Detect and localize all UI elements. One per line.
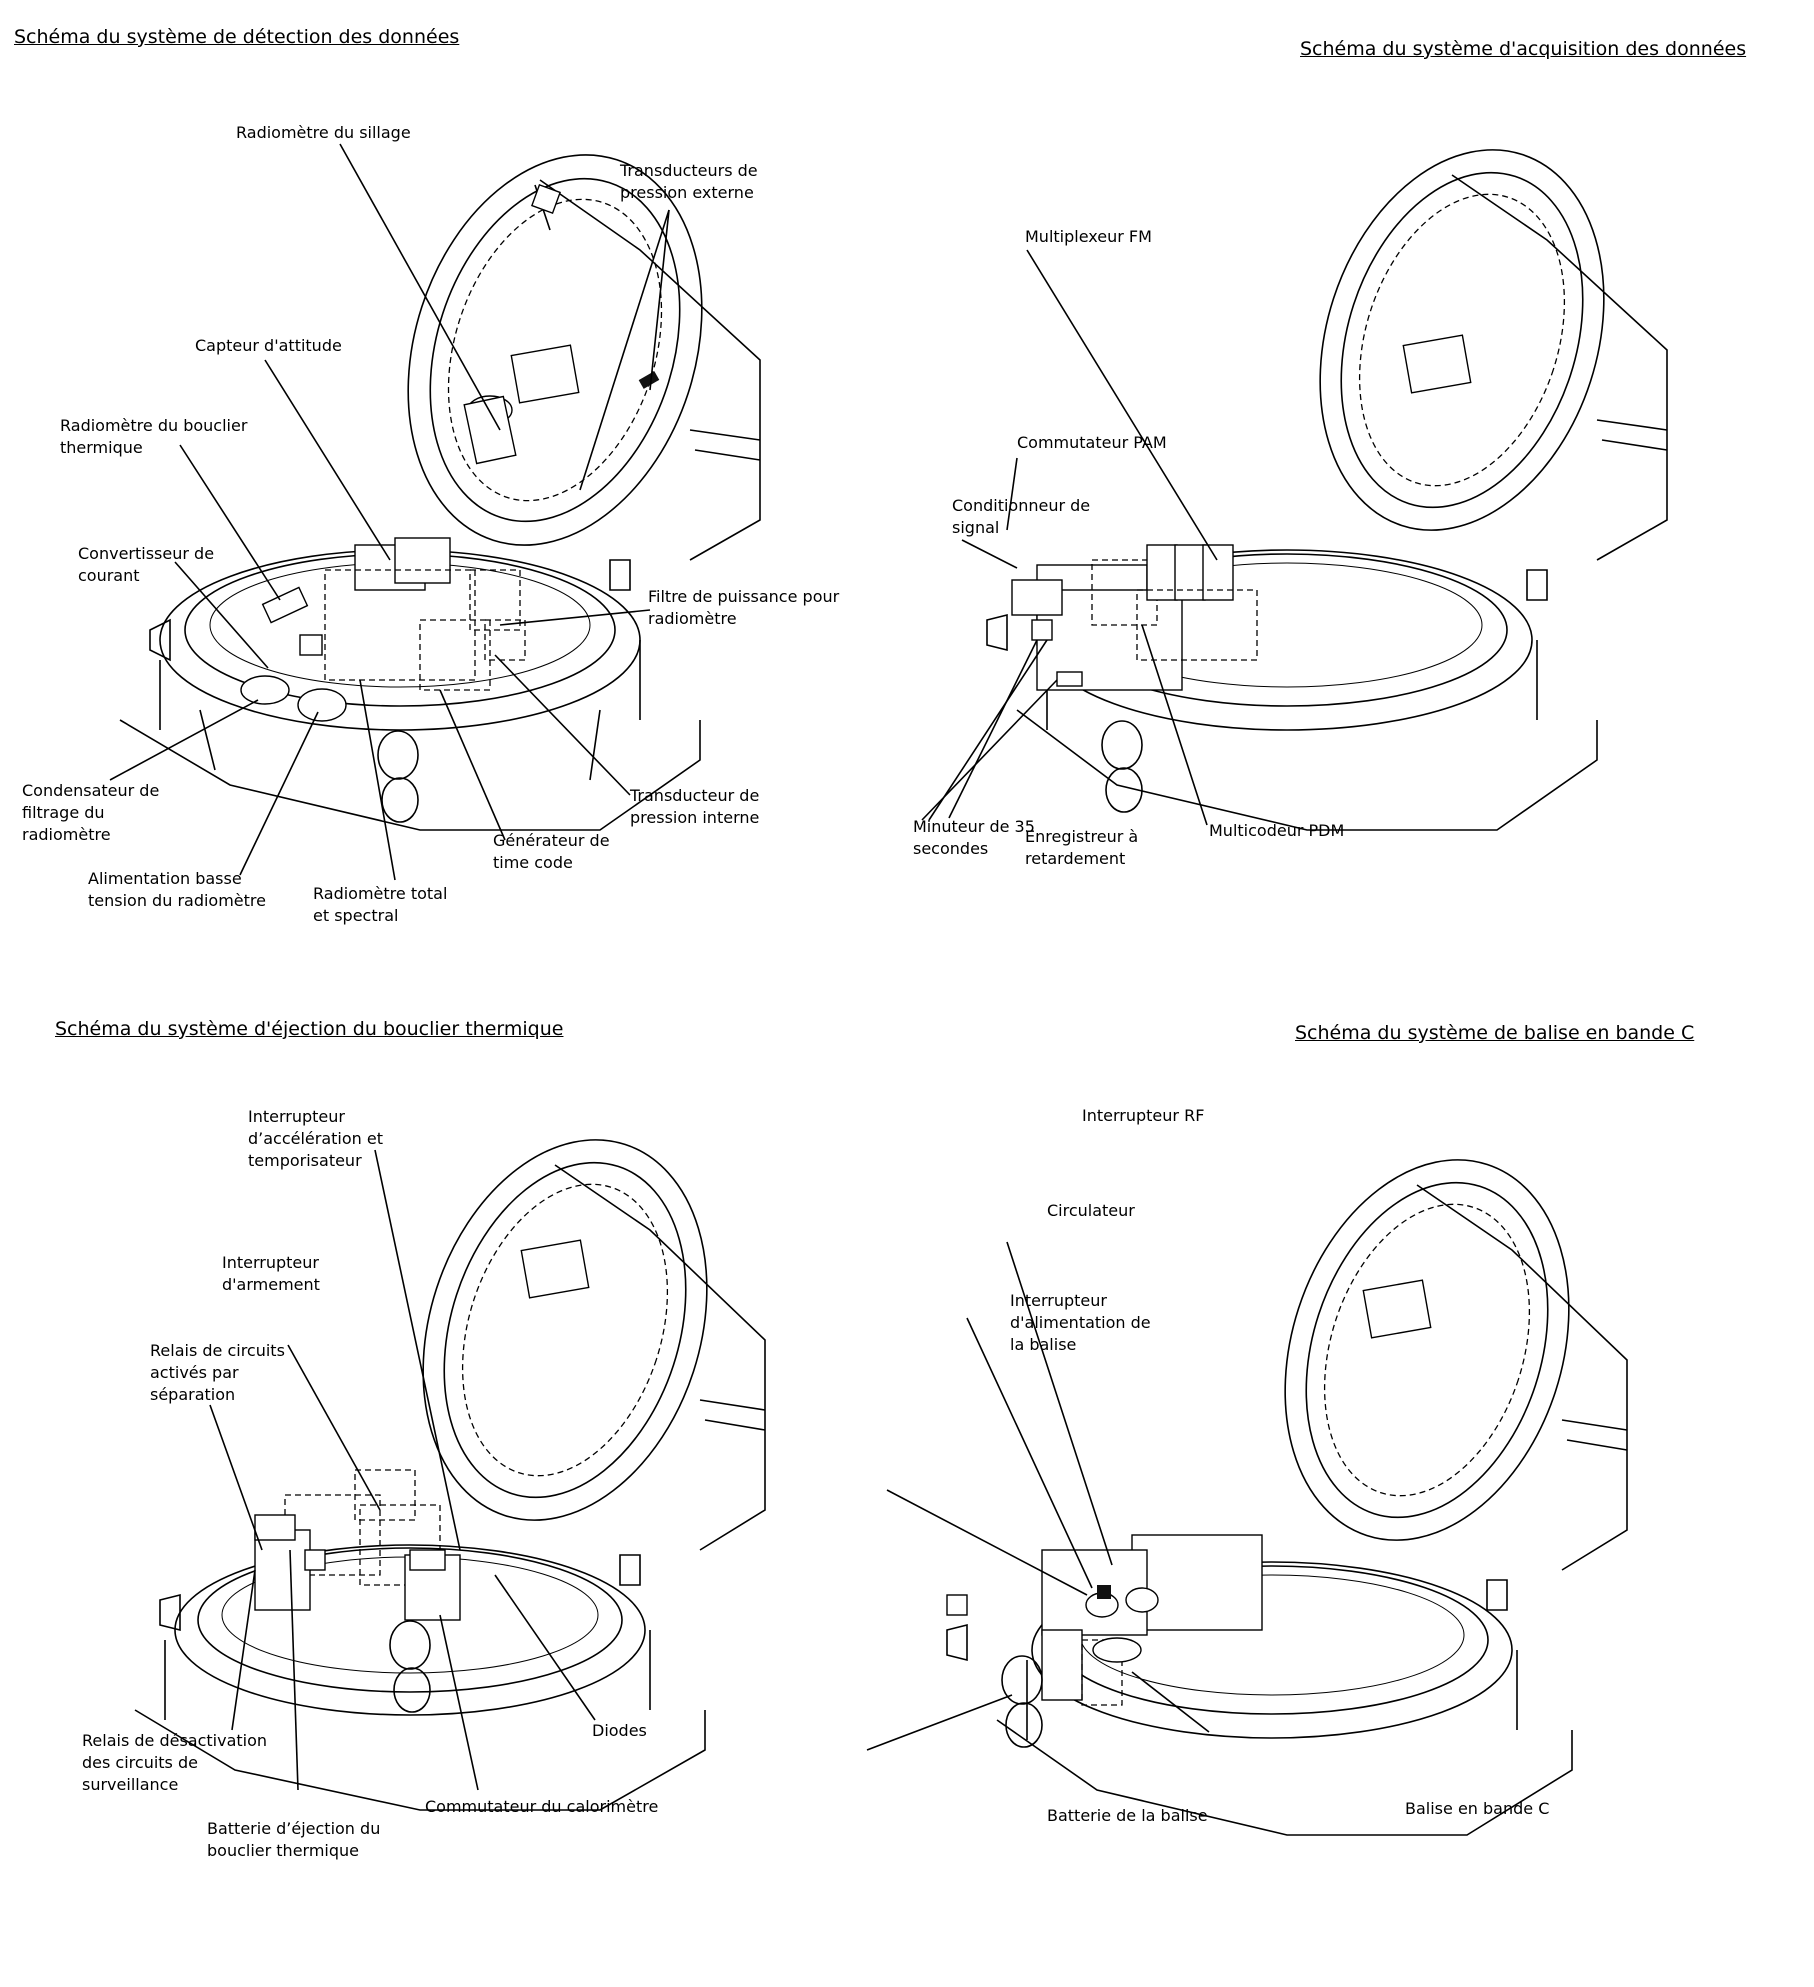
label-conditionneur-signal: Conditionneur de signal bbox=[952, 496, 1091, 537]
leader-lines bbox=[109, 143, 670, 881]
label-relais-desactivation: Relais de désactivation des circuits de … bbox=[82, 1731, 268, 1794]
label-radiometre-sillage: Radiomètre du sillage bbox=[236, 123, 411, 142]
label-transducteurs-pression-externe: Transducteurs de pression externe bbox=[620, 161, 758, 202]
label-minuteur-35s: Minuteur de 35 secondes bbox=[913, 817, 1035, 858]
panel-ejection: Schéma du système d'éjection du bouclier… bbox=[0, 990, 907, 1987]
label-multiplexeur-fm: Multiplexeur FM bbox=[1025, 227, 1152, 246]
panel-balise: Schéma du système de balise en bande C bbox=[866, 990, 1814, 1987]
leader-lines bbox=[209, 1149, 596, 1791]
label-commutateur-pam: Commutateur PAM bbox=[1017, 433, 1167, 452]
label-condensateur-filtrage: Condensateur de filtrage du radiomètre bbox=[22, 781, 160, 844]
capsule-illustration bbox=[134, 1139, 766, 1811]
label-filtre-puissance: Filtre de puissance pour radiomètre bbox=[648, 587, 840, 628]
label-interrupteur-armement: Interrupteur d'armement bbox=[222, 1253, 320, 1294]
panel-acquisition: Schéma du système d'acquisition des donn… bbox=[907, 0, 1814, 990]
capsule-illustration bbox=[866, 1159, 1628, 1836]
panel-title: Schéma du système de balise en bande C bbox=[1295, 1022, 1695, 1044]
label-alimentation-basse-tension: Alimentation basse tension du radiomètre bbox=[88, 869, 266, 910]
panel-title: Schéma du système d'éjection du bouclier… bbox=[55, 1018, 564, 1040]
panel-title: Schéma du système d'acquisition des donn… bbox=[1300, 38, 1747, 60]
label-interrupteur-alimentation-balise: Interrupteur d'alimentation de la balise bbox=[1010, 1291, 1151, 1354]
capsule-illustration bbox=[109, 143, 761, 881]
panel-detection: Schéma du système de détection des donné… bbox=[0, 0, 907, 990]
label-radiometre-total: Radiomètre total et spectral bbox=[313, 884, 448, 925]
label-circulateur: Circulateur bbox=[1047, 1201, 1135, 1220]
label-relais-separation: Relais de circuits activés par séparatio… bbox=[150, 1341, 285, 1404]
leader-lines bbox=[921, 249, 1218, 826]
capsule-illustration bbox=[921, 149, 1668, 831]
panel-title: Schéma du système de détection des donné… bbox=[14, 26, 460, 48]
label-batterie-balise: Batterie de la balise bbox=[1047, 1806, 1208, 1825]
label-diodes: Diodes bbox=[592, 1721, 647, 1740]
label-balise-bande-c: Balise en bande C bbox=[1405, 1799, 1550, 1818]
label-interrupteur-rf: Interrupteur RF bbox=[1082, 1106, 1205, 1125]
label-radiometre-bouclier: Radiomètre du bouclier thermique bbox=[60, 416, 248, 457]
label-capteur-attitude: Capteur d'attitude bbox=[195, 336, 342, 355]
label-generateur-time-code: Générateur de time code bbox=[493, 831, 610, 872]
label-multicodeur-pdm: Multicodeur PDM bbox=[1209, 821, 1345, 840]
label-commutateur-calorimetre: Commutateur du calorimètre bbox=[425, 1797, 659, 1816]
label-transducteur-pression-interne: Transducteur de pression interne bbox=[630, 786, 760, 827]
label-enregistreur-retardement: Enregistreur à retardement bbox=[1025, 827, 1139, 868]
label-convertisseur-courant: Convertisseur de courant bbox=[78, 544, 215, 585]
leader-lines bbox=[866, 1241, 1210, 1751]
label-interrupteur-acceleration: Interrupteur d’accélération et temporisa… bbox=[248, 1107, 384, 1170]
label-batterie-ejection: Batterie d’éjection du bouclier thermiqu… bbox=[207, 1819, 381, 1860]
